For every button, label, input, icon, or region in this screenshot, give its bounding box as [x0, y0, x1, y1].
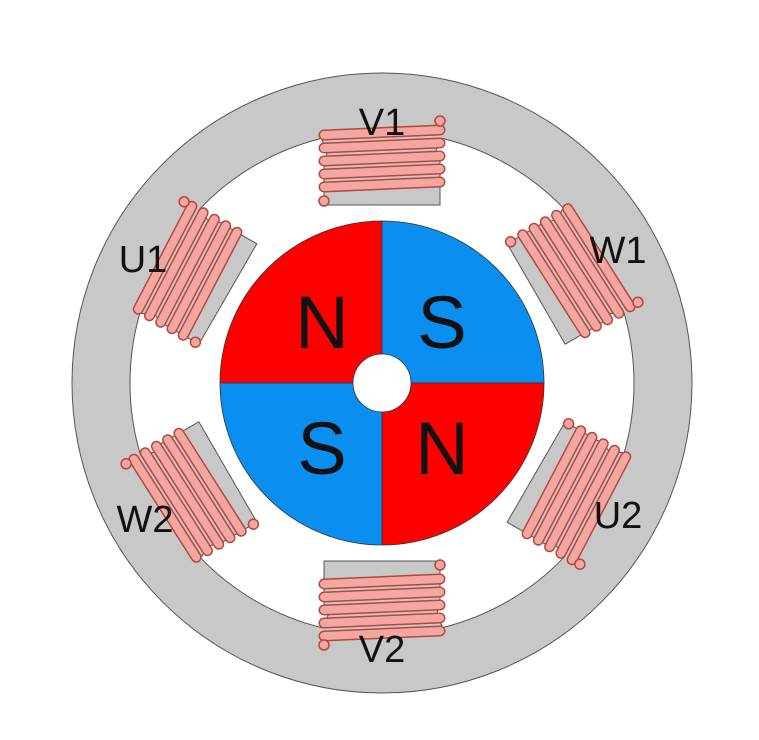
coil-lead-end [434, 559, 446, 571]
coil-w1 [504, 203, 644, 339]
coil-label-u2: U2 [594, 495, 643, 537]
coil-lead-end [189, 336, 202, 348]
coil-turn [320, 139, 444, 152]
coil-turn [523, 426, 585, 538]
coil-turn [129, 455, 201, 562]
rotor-quadrant-bottom-right [381, 382, 545, 546]
rotor: N S N S [219, 220, 545, 546]
coil-lead-end [434, 115, 446, 127]
rotor-quadrant-top-right [381, 220, 545, 384]
coil-turn [545, 439, 608, 551]
coil-label-w1: W1 [590, 230, 647, 272]
pole-label-top-right: S [417, 281, 466, 364]
coil-turn [152, 442, 223, 549]
coil-turn [320, 614, 444, 627]
coil-turn [556, 446, 619, 558]
rotor-quadrant-bottom-left [219, 382, 383, 546]
coil-lead-end [318, 195, 330, 207]
coil-turn [320, 152, 444, 165]
coil-lead-end [318, 639, 330, 651]
coil-label-u1: U1 [119, 239, 168, 281]
coil-turn [320, 165, 444, 178]
coil-turn [568, 452, 630, 564]
coil-turn [552, 211, 623, 318]
coil-turn [156, 215, 219, 327]
coil-turn [141, 448, 212, 555]
coil-turn [179, 228, 241, 340]
coil-lead-end [120, 458, 132, 470]
coil-turn [541, 217, 612, 324]
coil-lead-end [247, 518, 260, 530]
coil-turn [174, 429, 246, 536]
pole-label-bottom-left: S [297, 407, 346, 490]
coil-turn [320, 588, 444, 601]
coil-v1 [318, 115, 446, 207]
coil-turn [320, 627, 444, 640]
coil-turn [320, 178, 444, 191]
coil-u1 [132, 196, 243, 348]
coil-lead-end [632, 296, 644, 308]
coil-label-v2: V2 [359, 629, 405, 671]
coil-turn [518, 230, 590, 337]
rotor-center-hole [352, 353, 412, 413]
coil-lead-end [562, 418, 575, 430]
coil-turn [168, 221, 230, 333]
coil-turn [145, 208, 208, 320]
coil-turn [530, 224, 601, 331]
coil-lead-end [504, 236, 517, 248]
rotor-quadrant-top-left [219, 220, 383, 384]
coil-turn [320, 601, 444, 614]
coil-lead-end [574, 558, 586, 570]
coil-u2 [521, 418, 632, 570]
coil-label-w2: W2 [117, 499, 174, 541]
coil-turn [534, 433, 596, 545]
coil-turn [320, 575, 444, 588]
coils [120, 115, 644, 651]
pole-label-top-left: N [295, 281, 348, 364]
coil-lead-end [178, 196, 190, 208]
coil-turn [320, 126, 444, 139]
coil-turn [563, 204, 635, 311]
coil-label-v1: V1 [359, 102, 405, 144]
coil-turn [163, 435, 234, 542]
coil-w2 [120, 427, 260, 563]
pole-label-bottom-right: N [415, 407, 468, 490]
coil-turn [134, 202, 196, 314]
coil-v2 [318, 559, 446, 651]
